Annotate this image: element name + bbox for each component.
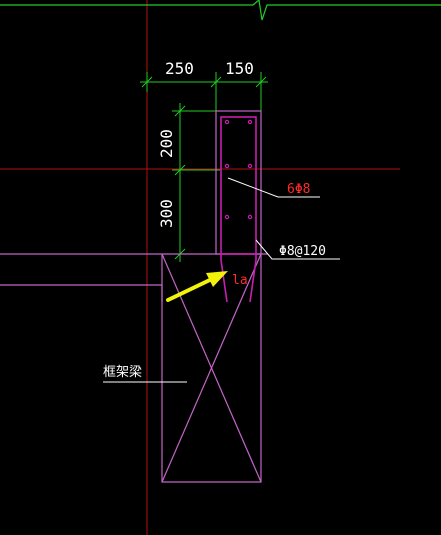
slab-bottom-edge <box>0 284 163 302</box>
beam-cross-2 <box>161 253 262 483</box>
rebar-dot <box>224 163 230 169</box>
annotation-beam-label: 框架梁 <box>103 365 142 380</box>
side-tick-mid <box>174 164 186 176</box>
top-tick-left <box>141 76 153 88</box>
rebar-dot <box>224 119 230 125</box>
crosshair <box>0 0 400 535</box>
side-tick-top <box>174 105 186 117</box>
top-border-break-line <box>0 0 441 21</box>
rebar-dots <box>224 119 253 220</box>
rebar-dot <box>224 214 230 220</box>
rebar-cage <box>220 116 257 303</box>
stirrup-left-leg <box>220 254 228 303</box>
leaders <box>103 177 340 383</box>
beam-outline <box>161 254 262 483</box>
top-dimension <box>140 72 268 122</box>
rebar-dot <box>247 214 253 220</box>
annotation-anchorage: la <box>232 273 248 288</box>
side-dimension <box>172 103 220 262</box>
leader-stirrups <box>255 239 340 260</box>
rebar-dot <box>247 163 253 169</box>
leader-top-bars <box>227 177 320 198</box>
dimension-top-right: 150 <box>225 59 254 78</box>
yellow-arrow-icon <box>166 271 228 302</box>
annotation-stirrups: Φ8@120 <box>279 244 326 259</box>
annotation-top-bars: 6Φ8 <box>287 182 310 197</box>
dimension-top-left: 250 <box>165 59 194 78</box>
dimension-side-upper: 200 <box>157 129 176 158</box>
structure-outline <box>0 110 268 483</box>
rebar-dot <box>247 119 253 125</box>
top-tick-right <box>255 76 267 88</box>
stirrup-right-leg <box>249 254 257 303</box>
stirrup <box>220 116 257 255</box>
dimension-side-lower: 300 <box>157 199 176 228</box>
top-tick-mid <box>210 76 222 88</box>
